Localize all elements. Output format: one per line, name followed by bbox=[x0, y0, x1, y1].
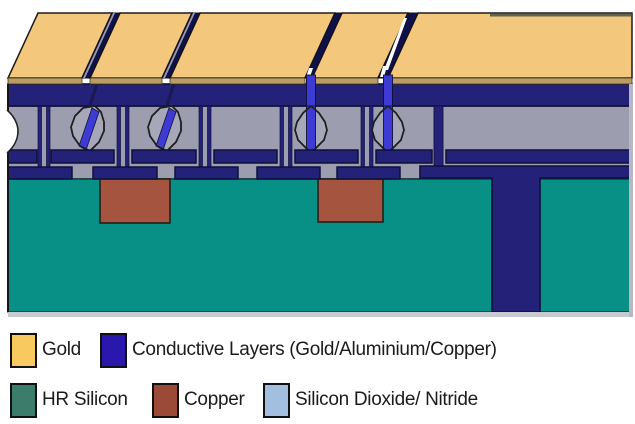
legend-label: Silicon Dioxide/ Nitride bbox=[295, 389, 478, 410]
gap-crack bbox=[88, 83, 99, 106]
trace-segment bbox=[7, 166, 73, 180]
gold-edge-strip bbox=[169, 77, 306, 85]
trace-segment bbox=[375, 149, 433, 164]
legend-swatch-hr-silicon bbox=[10, 382, 37, 418]
break-notch bbox=[4, 110, 18, 153]
legend-item-hr-silicon: HR Silicon bbox=[10, 382, 128, 418]
gap-highlight bbox=[384, 18, 407, 70]
legend-swatch-copper bbox=[152, 382, 179, 418]
gold-slab bbox=[386, 12, 633, 79]
via-stub bbox=[383, 74, 393, 107]
copper-block bbox=[317, 178, 384, 223]
trace-segment bbox=[50, 149, 115, 164]
legend-label: HR Silicon bbox=[42, 389, 128, 410]
gap-highlight bbox=[83, 13, 115, 78]
legend-item-copper: Copper bbox=[152, 382, 245, 418]
right-edge bbox=[629, 84, 633, 317]
legend-swatch-gold bbox=[10, 332, 37, 368]
gold-edge-strips bbox=[7, 77, 633, 85]
gap-highlight bbox=[380, 66, 387, 77]
legend-label: Copper bbox=[184, 389, 245, 410]
trace-segment bbox=[7, 149, 38, 164]
trace-segment bbox=[131, 149, 197, 164]
bottom-edge bbox=[8, 312, 632, 317]
upper-trace-row bbox=[7, 149, 633, 164]
break-notch-edge bbox=[6, 109, 19, 154]
top-conductive-layer bbox=[7, 83, 633, 107]
trace-segment bbox=[294, 149, 359, 164]
legend-label: Conductive Layers (Gold/Aluminium/Copper… bbox=[132, 339, 497, 360]
trace-segment-wide bbox=[445, 149, 633, 164]
legend-item-gold: Gold bbox=[10, 332, 81, 368]
legend-item-conductive-layers: Conductive Layers (Gold/Aluminium/Copper… bbox=[100, 332, 497, 368]
via-column bbox=[433, 105, 444, 168]
legend-swatch-conductive-layers bbox=[100, 332, 127, 368]
gold-edge-strip bbox=[387, 77, 633, 85]
legend-swatch-silicon-dioxide-nitride bbox=[263, 382, 290, 418]
via-stub bbox=[306, 74, 316, 107]
gap-highlight bbox=[163, 13, 195, 78]
left-border bbox=[7, 84, 9, 312]
copper-block bbox=[99, 178, 171, 224]
trace-segment bbox=[92, 166, 158, 180]
gap-crack bbox=[165, 83, 176, 106]
trace-segment bbox=[174, 166, 239, 180]
gold-gaps bbox=[81, 12, 419, 79]
gold-edge-strip bbox=[311, 77, 379, 85]
trace-segment bbox=[213, 149, 278, 164]
gold-edge-strip bbox=[89, 77, 163, 85]
trace-segment bbox=[336, 166, 401, 180]
legend-label: Gold bbox=[42, 339, 81, 360]
lower-trace-row bbox=[7, 166, 401, 180]
legend-item-silicon-dioxide-nitride: Silicon Dioxide/ Nitride bbox=[263, 382, 478, 418]
gold-edge-strip bbox=[7, 77, 83, 85]
trace-segment bbox=[256, 166, 321, 180]
